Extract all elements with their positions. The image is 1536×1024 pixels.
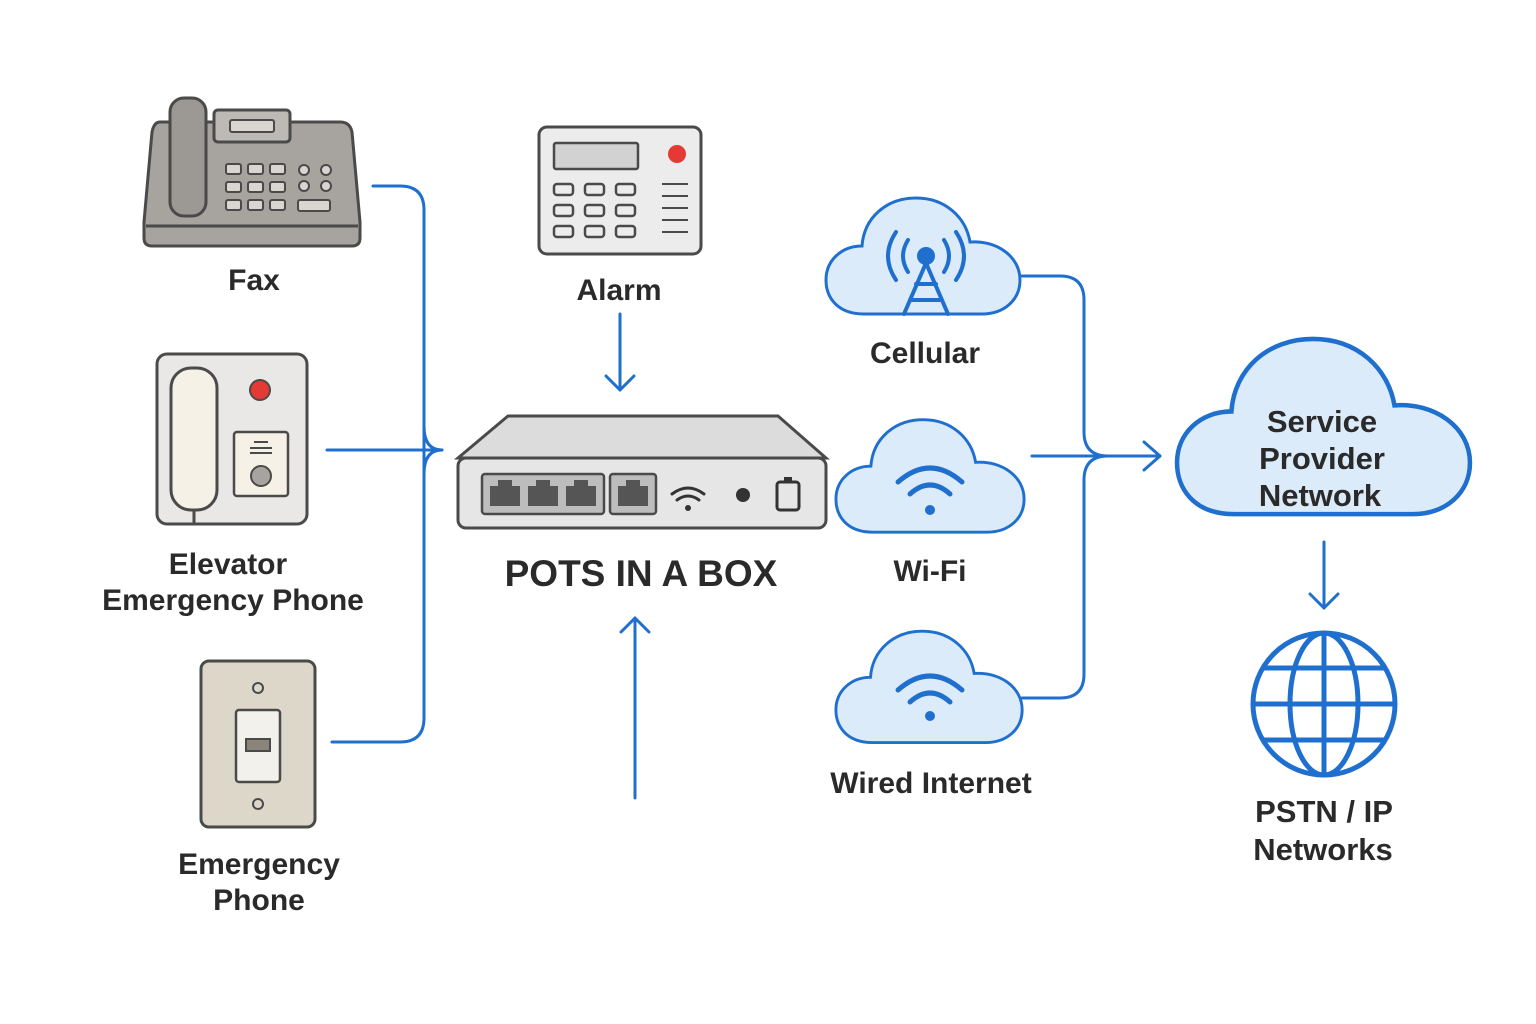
wired-wifi-icon	[895, 673, 965, 705]
pots-box-icon	[453, 414, 830, 530]
cellular-label: Cellular	[870, 337, 980, 370]
fax-icon	[142, 96, 362, 248]
emergency-label-line1: Emergency	[178, 848, 340, 881]
cell-tower-icon	[886, 230, 966, 316]
wifi-icon	[895, 465, 965, 497]
alarm-panel-icon	[537, 125, 703, 256]
alarm-arrow	[604, 312, 636, 392]
provider-label-line1: Service	[1267, 404, 1377, 439]
left-connector-lines	[325, 184, 444, 744]
pstn-label-line2: Networks	[1253, 832, 1393, 867]
alarm-label: Alarm	[576, 274, 661, 307]
emergency-phone-icon	[199, 659, 317, 829]
pots-box-label: POTS IN A BOX	[505, 553, 778, 594]
emergency-label-line2: Phone	[213, 884, 305, 917]
cellular-cloud	[824, 196, 1022, 316]
wifi-cloud	[834, 418, 1026, 534]
provider-label-line3: Network	[1259, 478, 1382, 513]
bottom-arrow	[619, 616, 651, 800]
provider-label-line2: Provider	[1259, 441, 1385, 476]
elevator-phone-icon	[155, 352, 309, 526]
fax-label: Fax	[228, 264, 280, 297]
elevator-label-line2: Emergency Phone	[102, 584, 364, 617]
pstn-label-line1: PSTN / IP	[1255, 794, 1393, 829]
wifi-label: Wi-Fi	[893, 555, 966, 588]
right-connector-lines	[1020, 274, 1162, 700]
elevator-label-line1: Elevator	[169, 548, 288, 581]
wired-internet-cloud	[834, 629, 1024, 745]
provider-arrow	[1308, 540, 1340, 610]
globe-icon	[1250, 630, 1398, 778]
wired-internet-label: Wired Internet	[830, 767, 1031, 800]
